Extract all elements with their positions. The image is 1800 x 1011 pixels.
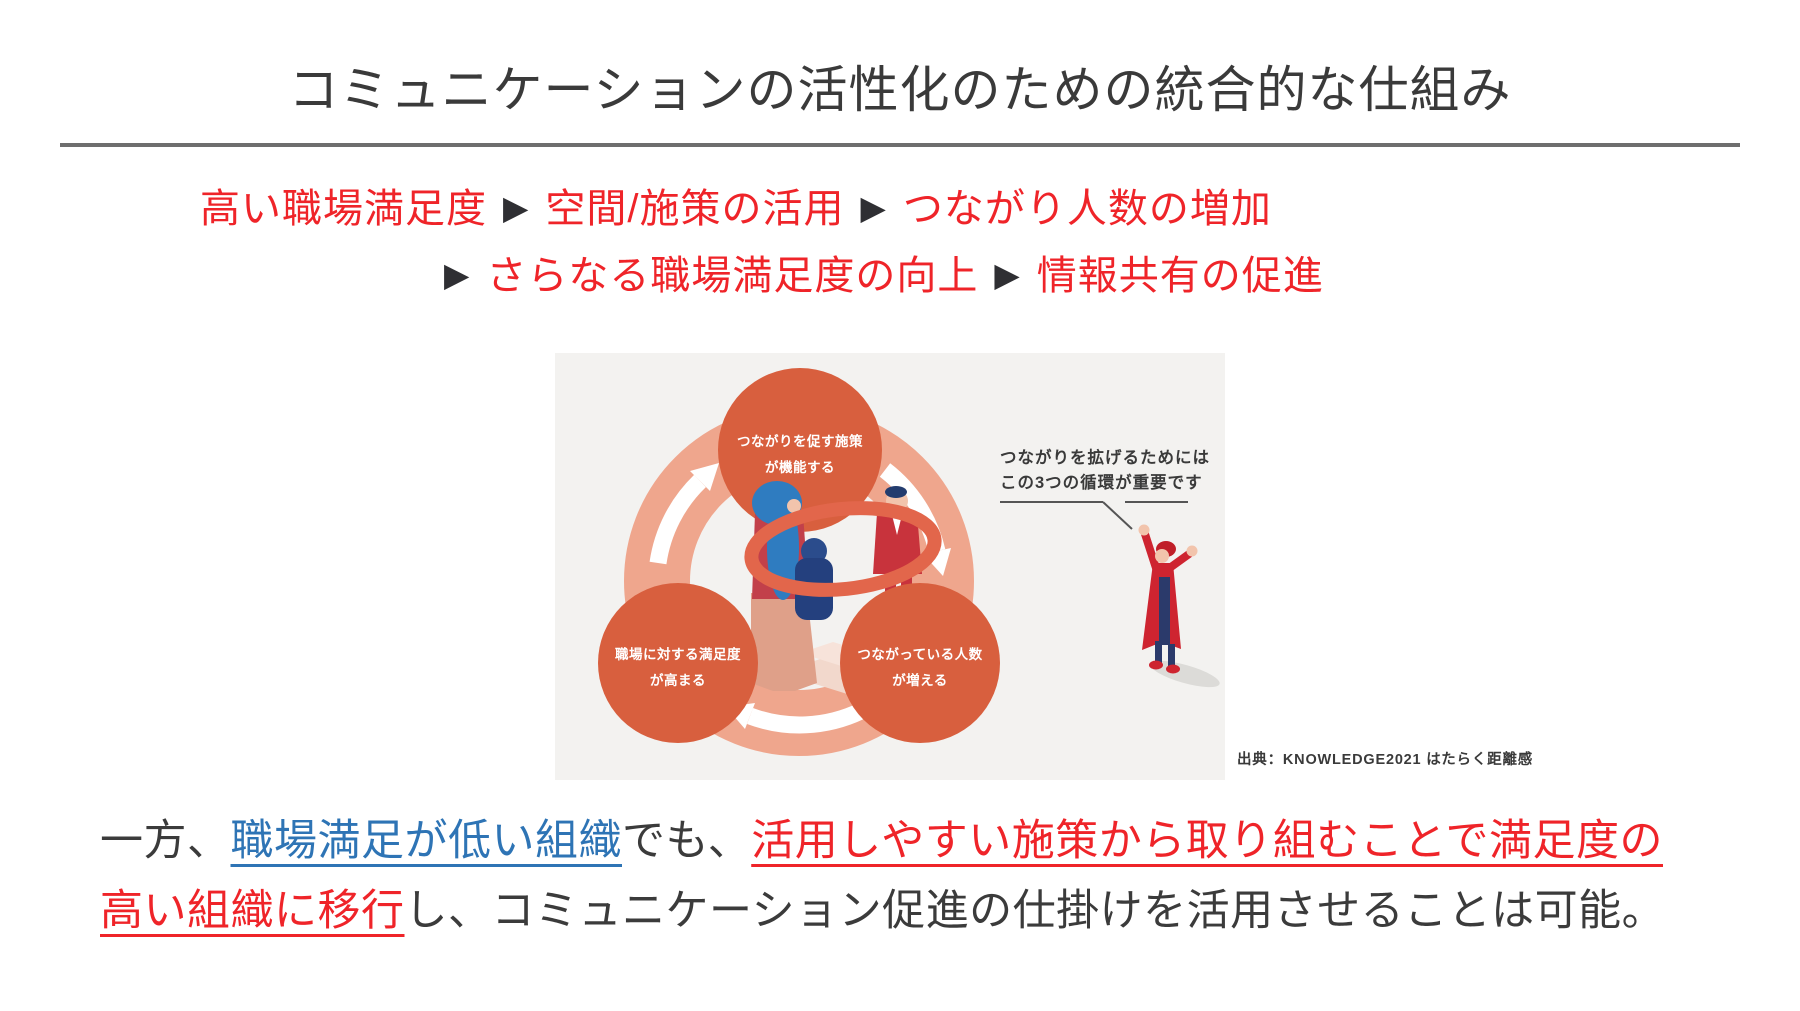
paragraph-segment-plain: でも、 <box>622 817 752 865</box>
arrow-right-icon: ▶ <box>860 189 887 226</box>
cycle-diagram-svg: つながりを促す施策 が機能する 職場に対する満足度 が高まる つながっている人数… <box>598 368 1220 756</box>
callout-line-2: この3つの循環が重要です <box>1000 472 1203 492</box>
paragraph-segment-plain: 一方、 <box>100 817 231 865</box>
circle-right-label-2: が増える <box>892 672 948 688</box>
flow-line-1: 高い職場満足度 ▶ 空間/施策の活用 ▶ つながり人数の増加 <box>200 176 1272 234</box>
cycle-diagram: つながりを促す施策 が機能する 職場に対する満足度 が高まる つながっている人数… <box>555 353 1225 780</box>
flow-step-further-satisfaction: さらなる職場満足度の向上 <box>486 254 979 298</box>
paragraph-segment-red-underline: 高い組織に移行 <box>100 887 405 935</box>
cheering-person-illustration <box>1138 524 1220 688</box>
flow-line-2: ▶ さらなる職場満足度の向上 ▶ 情報共有の促進 <box>428 243 1324 301</box>
flow-step-connections-increase: つながり人数の増加 <box>902 187 1272 231</box>
circle-left-label-1: 職場に対する満足度 <box>615 646 741 662</box>
arrow-right-icon: ▶ <box>503 189 530 226</box>
paragraph-segment-blue-underline: 職場満足が低い組織 <box>230 817 622 865</box>
arrow-right-icon: ▶ <box>444 256 471 293</box>
page-title: コミュニケーションの活性化のための統合的な仕組み <box>288 62 1512 118</box>
circle-top-label-1: つながりを促す施策 <box>737 433 863 449</box>
cycle-arrow-up-left <box>649 463 719 565</box>
flow-step-high-satisfaction: 高い職場満足度 <box>200 187 487 231</box>
circle-left <box>598 583 758 743</box>
flow-step-space-use: 空間/施策の活用 <box>545 187 845 231</box>
paragraph-segment-red-underline: 活用しやすい施策から取り組むことで満足度の <box>751 817 1663 865</box>
circle-right-label-1: つながっている人数 <box>857 646 982 662</box>
callout-line-1: つながりを拡げるためには <box>1000 447 1210 467</box>
circle-left-label-2: が高まる <box>650 672 706 688</box>
circle-right <box>840 583 1000 743</box>
flow-step-info-sharing: 情報共有の促進 <box>1036 254 1324 298</box>
summary-paragraph: 一方、職場満足が低い組織でも、活用しやすい施策から取り組むことで満足度の 高い組… <box>100 806 1730 946</box>
callout-label: つながりを拡げるためには この3つの循環が重要です <box>1000 447 1210 530</box>
arrow-right-icon: ▶ <box>994 256 1021 293</box>
people-illustration <box>744 481 942 698</box>
paragraph-segment-plain: し、コミュニケーション促進の仕掛けを活用させることは可能。 <box>404 887 1666 935</box>
source-credit: 出典：KNOWLEDGE2021 はたらく距離感 <box>1237 752 1534 768</box>
title-divider <box>60 143 1740 147</box>
circle-top-label-2: が機能する <box>765 459 835 475</box>
